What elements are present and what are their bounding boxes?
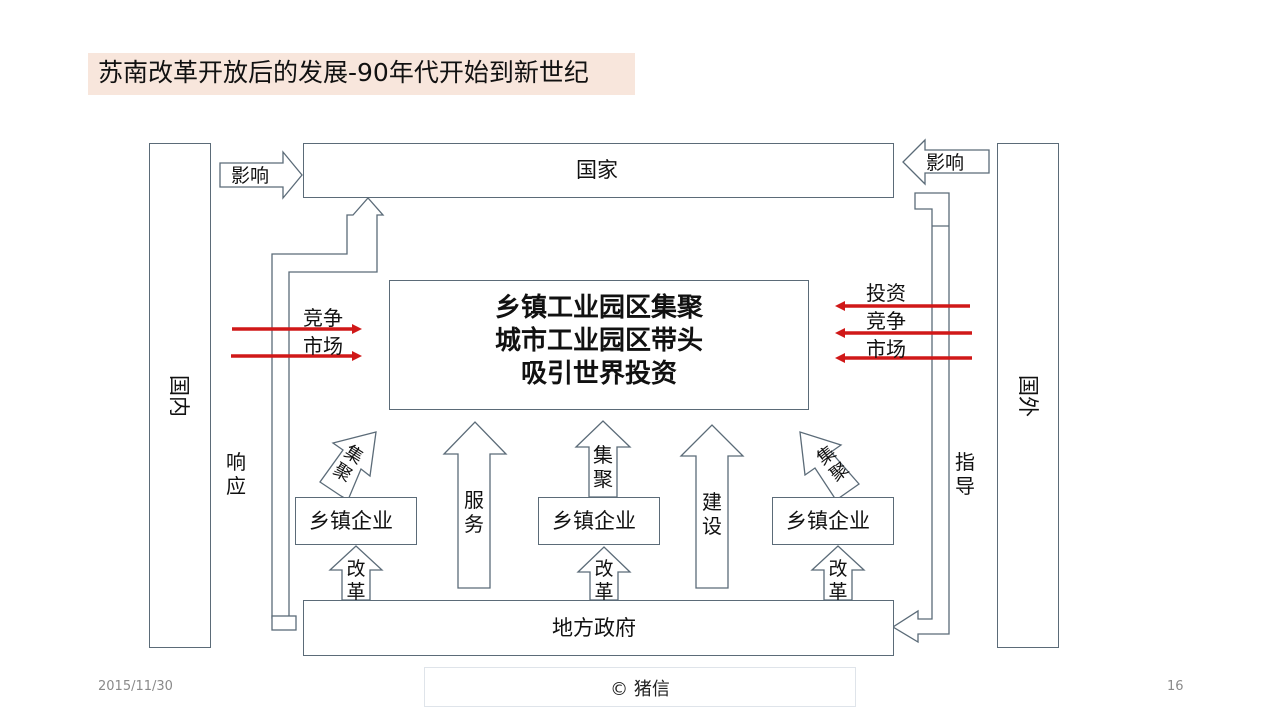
service-char-1: 服 (464, 488, 484, 512)
center-text: 乡镇工业园区集聚 城市工业园区带头 吸引世界投资 (389, 292, 809, 391)
reform-label-right: 改 革 (826, 558, 850, 604)
respond-char-2: 应 (226, 474, 246, 498)
enterprise-label-right: 乡镇企业 (786, 509, 870, 533)
construction-label: 建 设 (700, 490, 724, 538)
influence-right-arrow (902, 138, 990, 186)
right-competition-label: 竞争 (866, 309, 906, 333)
reform-char-1: 改 (828, 558, 848, 580)
reform-label-left: 改 革 (344, 558, 368, 604)
foreign-label: 国外 (1016, 375, 1040, 417)
gather-char-1: 集 (593, 443, 613, 467)
copyright-text: © 猪信 (610, 679, 670, 700)
local-government-box (303, 600, 894, 656)
national-label: 国家 (576, 158, 618, 182)
gather-label-middle: 集 聚 (591, 443, 615, 491)
reform-label-middle: 改 革 (592, 558, 616, 604)
respond-char-1: 响 (226, 450, 246, 474)
gather-arrow-middle (574, 420, 632, 498)
respond-label: 响 应 (224, 450, 248, 498)
respond-pipe-foot (271, 615, 297, 631)
service-arrow (442, 421, 508, 589)
reform-char-2: 革 (828, 581, 848, 603)
slide-title: 苏南改革开放后的发展-90年代开始到新世纪 (98, 58, 589, 87)
right-market-label: 市场 (866, 337, 906, 361)
service-char-2: 务 (464, 512, 484, 536)
gather-arrow-left (319, 431, 377, 501)
guide-char-2: 导 (955, 474, 975, 498)
enterprise-box-right (772, 497, 894, 545)
reform-char-1: 改 (594, 558, 614, 580)
title-background (88, 53, 635, 95)
enterprise-box-middle (538, 497, 660, 545)
national-box (303, 143, 894, 198)
gather-arrow-right (799, 431, 860, 501)
enterprise-label-middle: 乡镇企业 (552, 509, 636, 533)
footer-box (424, 667, 856, 707)
center-box (389, 280, 809, 410)
guide-pipe (891, 192, 950, 644)
left-competition-label: 竞争 (303, 306, 343, 330)
reform-char-2: 革 (594, 581, 614, 603)
reform-arrow-left (328, 545, 384, 601)
center-line-1: 乡镇工业园区集聚 (494, 293, 703, 323)
construction-char-2: 设 (702, 514, 722, 538)
right-investment-label: 投资 (866, 281, 906, 305)
domestic-label: 国内 (167, 375, 191, 417)
reform-arrow-middle (576, 546, 632, 601)
guide-label: 指 导 (953, 450, 977, 498)
construction-char-1: 建 (702, 490, 722, 514)
reform-arrow-right (810, 545, 866, 601)
enterprise-box-left (295, 497, 417, 545)
construction-arrow (679, 424, 745, 589)
slide-page-number: 16 (1167, 679, 1184, 694)
domestic-box (149, 143, 211, 648)
center-line-2: 城市工业园区带头 (494, 326, 703, 356)
influence-left-arrow (219, 150, 303, 200)
gather-char-2: 聚 (593, 467, 613, 491)
influence-left-label: 影响 (231, 165, 270, 187)
enterprise-label-left: 乡镇企业 (309, 509, 393, 533)
local-government-label: 地方政府 (552, 616, 636, 640)
center-line-3: 吸引世界投资 (520, 359, 677, 389)
reform-char-2: 革 (346, 581, 366, 603)
service-label: 服 务 (462, 488, 486, 536)
reform-char-1: 改 (346, 558, 366, 580)
guide-char-1: 指 (955, 450, 975, 474)
influence-right-label: 影响 (926, 152, 965, 174)
foreign-box (997, 143, 1059, 648)
left-market-label: 市场 (303, 334, 343, 358)
slide-date: 2015/11/30 (98, 679, 173, 694)
